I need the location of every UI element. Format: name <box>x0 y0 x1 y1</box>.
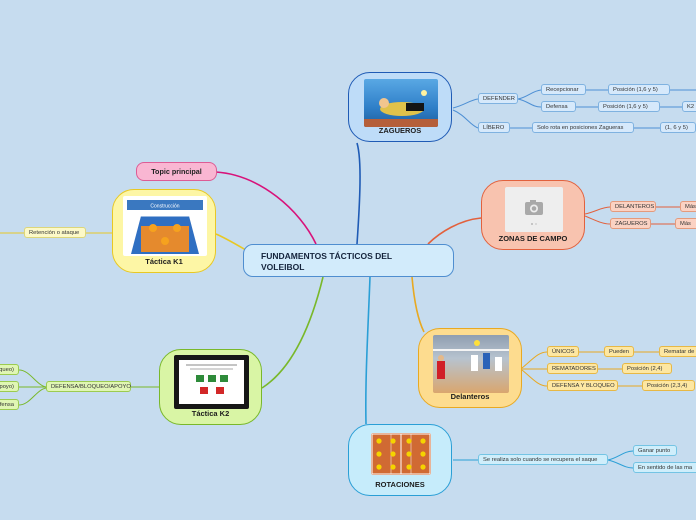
camera-placeholder-image <box>505 187 563 232</box>
rotacion-desc-node[interactable]: Se realiza solo cuando se recupera el sa… <box>478 454 608 465</box>
topic-principal-node[interactable]: Topic principal <box>136 162 217 181</box>
libero-desc-node[interactable]: Solo rota en posiciones Zagueras <box>532 122 634 133</box>
posicion-defensa-node[interactable]: Posición (1,6 y 5) <box>598 101 660 112</box>
line-topic <box>215 171 317 245</box>
libero-pos-node[interactable]: (1, 6 y 5) <box>660 122 696 133</box>
libero-node[interactable]: LÍBERO <box>478 122 510 133</box>
ganar-punto-node[interactable]: Ganar punto <box>633 445 677 456</box>
delanteros-image <box>433 335 509 393</box>
zonas-title: ZONAS DE CAMPO <box>498 234 568 243</box>
defender-node[interactable]: DEFENDER <box>478 93 518 104</box>
zonas-de-campo-node[interactable]: ZONAS DE CAMPO <box>481 180 585 250</box>
posicion-defensa-bloqueo-node[interactable]: Posición (2,3,4) <box>642 380 695 391</box>
defensa-bloqueo-node[interactable]: DEFENSA Y BLOQUEO <box>547 380 618 391</box>
defensa-node[interactable]: Defensa <box>541 101 576 112</box>
zona-zagueros-node[interactable]: ZAGUEROS <box>610 218 651 229</box>
line-rotaciones <box>365 276 371 425</box>
zona-zagueros-mas-node[interactable]: Más <box>675 218 696 229</box>
k2-title: Táctica K2 <box>191 409 230 418</box>
k2-node[interactable]: K2 <box>682 101 696 112</box>
central-title-line2: VOLEIBOL <box>261 262 305 272</box>
zagueros-title: ZAGUEROS <box>378 126 422 135</box>
delanteros-title: Delanteros <box>450 392 490 401</box>
line-zagueros <box>356 142 361 245</box>
pueden-node[interactable]: Pueden <box>604 346 634 357</box>
posicion-recepcion-node[interactable]: Posición (1,6 y 5) <box>608 84 670 95</box>
k2-left-item-3[interactable]: efensa <box>0 399 19 410</box>
tactica-k1-node[interactable]: Construcción Táctica K1 <box>112 189 216 273</box>
k1-title: Táctica K1 <box>145 257 183 266</box>
unicos-node[interactable]: ÚNICOS <box>547 346 579 357</box>
k1-image-title: Construcción <box>150 204 179 210</box>
line-delanteros <box>411 276 425 333</box>
central-topic[interactable]: FUNDAMENTOS TÁCTICOS DEL VOLEIBOL <box>243 244 454 277</box>
line-zonas <box>427 217 482 245</box>
retencion-node[interactable]: Retención o ataque <box>24 227 86 238</box>
delanteros-node[interactable]: Delanteros <box>418 328 522 408</box>
rotaciones-court-image <box>371 433 431 475</box>
k2-left-item-1[interactable]: oqueo) <box>0 364 19 375</box>
rotaciones-node[interactable]: ROTACIONES <box>348 424 452 496</box>
sentido-node[interactable]: En sentido de las ma <box>633 462 696 473</box>
zona-delanteros-mas-node[interactable]: Más <box>680 201 696 212</box>
posicion-rematadores-node[interactable]: Posición (2,4) <box>622 363 672 374</box>
central-title-line1: FUNDAMENTOS TÁCTICOS DEL <box>261 251 393 261</box>
zona-delanteros-node[interactable]: DELANTEROS <box>610 201 656 212</box>
rematadores-node[interactable]: REMATADORES <box>547 363 598 374</box>
line-k2 <box>261 276 324 389</box>
defensa-bloqueo-apoyo-node[interactable]: DEFENSA/BLOQUEO/APOYO <box>46 381 131 392</box>
rematar-node[interactable]: Rematar de <box>659 346 696 357</box>
recepcionar-node[interactable]: Recepcionar <box>541 84 586 95</box>
k1-image: Construcción <box>123 196 207 256</box>
zagueros-image <box>364 79 438 127</box>
rotaciones-title: ROTACIONES <box>375 480 425 489</box>
tactica-k2-node[interactable]: Táctica K2 <box>159 349 262 425</box>
k2-left-item-2[interactable]: poyo) <box>0 381 19 392</box>
k2-image <box>174 355 249 409</box>
zagueros-node[interactable]: ZAGUEROS <box>348 72 452 142</box>
